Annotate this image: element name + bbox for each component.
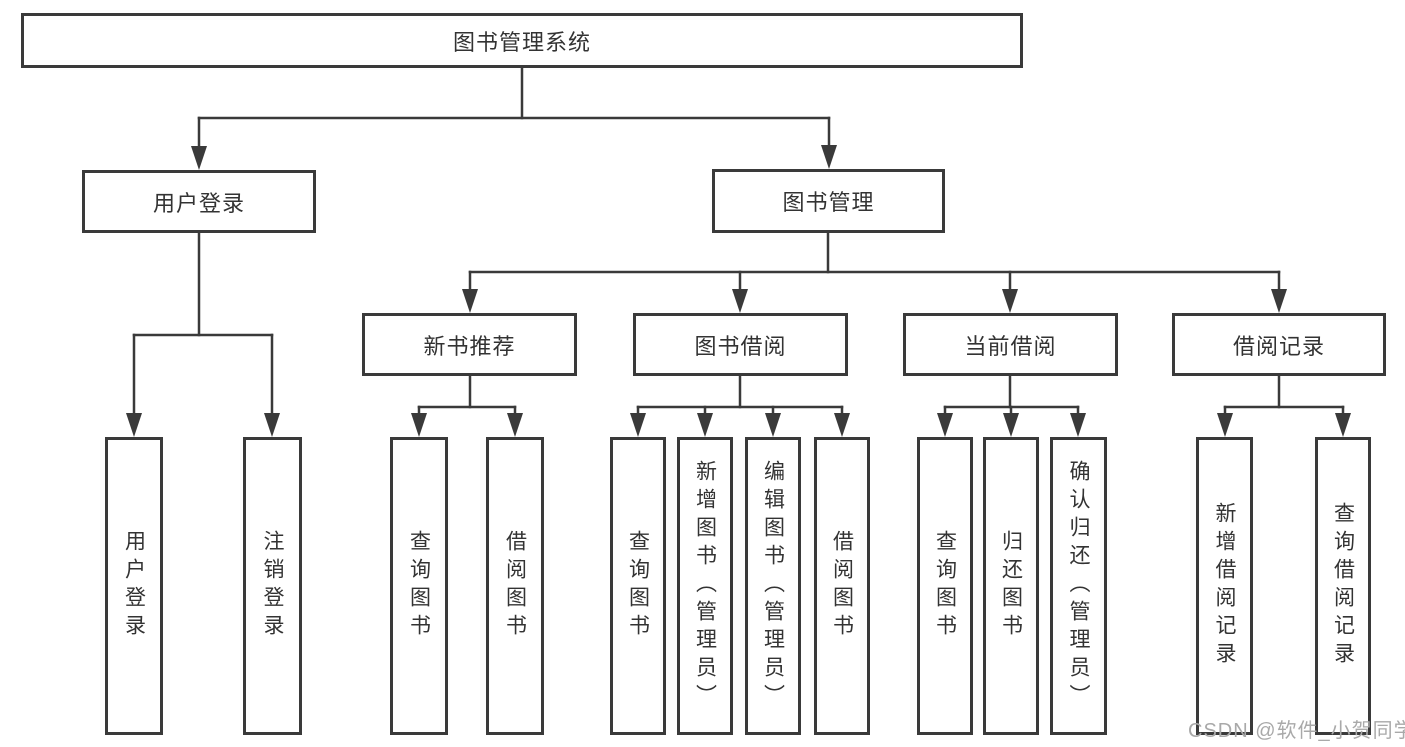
leaf-add-books-admin: 新增图书（管理员） [677, 437, 733, 735]
node-book-borrowing: 图书借阅 [633, 313, 848, 376]
leaf-label: 新增借阅记录 [1213, 502, 1236, 670]
leaf-edit-books-admin: 编辑图书（管理员） [745, 437, 801, 735]
csdn-watermark: CSDN @软件_小贺同学 [1188, 720, 1405, 742]
leaf-label: 新增图书（管理员） [693, 460, 717, 712]
node-book-management: 图书管理 [712, 169, 945, 233]
leaf-user-login: 用户登录 [105, 437, 163, 735]
leaf-label: 查询借阅记录 [1331, 502, 1355, 670]
leaf-confirm-return-admin: 确认归还（管理员） [1050, 437, 1107, 735]
leaf-label: 归还图书 [999, 530, 1023, 642]
leaf-query-books-current: 查询图书 [917, 437, 973, 735]
leaf-borrow-books-recommendation: 借阅图书 [486, 437, 544, 735]
leaf-label: 用户登录 [122, 530, 146, 642]
leaf-return-books: 归还图书 [983, 437, 1039, 735]
leaf-query-books-recommendation: 查询图书 [390, 437, 448, 735]
node-user-login: 用户登录 [82, 170, 316, 233]
leaf-label: 编辑图书（管理员） [761, 460, 785, 712]
leaf-query-borrow-record: 查询借阅记录 [1315, 437, 1371, 735]
leaf-logout: 注销登录 [243, 437, 302, 735]
leaf-label: 注销登录 [261, 530, 284, 642]
node-borrowing-records: 借阅记录 [1172, 313, 1386, 376]
leaf-add-borrow-record: 新增借阅记录 [1196, 437, 1253, 735]
leaf-borrow-books-borrowing: 借阅图书 [814, 437, 870, 735]
node-library-management-system: 图书管理系统 [21, 13, 1023, 68]
leaf-label: 借阅图书 [830, 530, 854, 642]
node-new-book-recommendation: 新书推荐 [362, 313, 577, 376]
leaf-label: 查询图书 [933, 530, 957, 642]
leaf-query-books-borrowing: 查询图书 [610, 437, 666, 735]
leaf-label: 查询图书 [626, 530, 650, 642]
leaf-label: 借阅图书 [503, 530, 527, 642]
leaf-label: 确认归还（管理员） [1067, 460, 1090, 712]
node-current-borrowing: 当前借阅 [903, 313, 1118, 376]
leaf-label: 查询图书 [407, 530, 431, 642]
